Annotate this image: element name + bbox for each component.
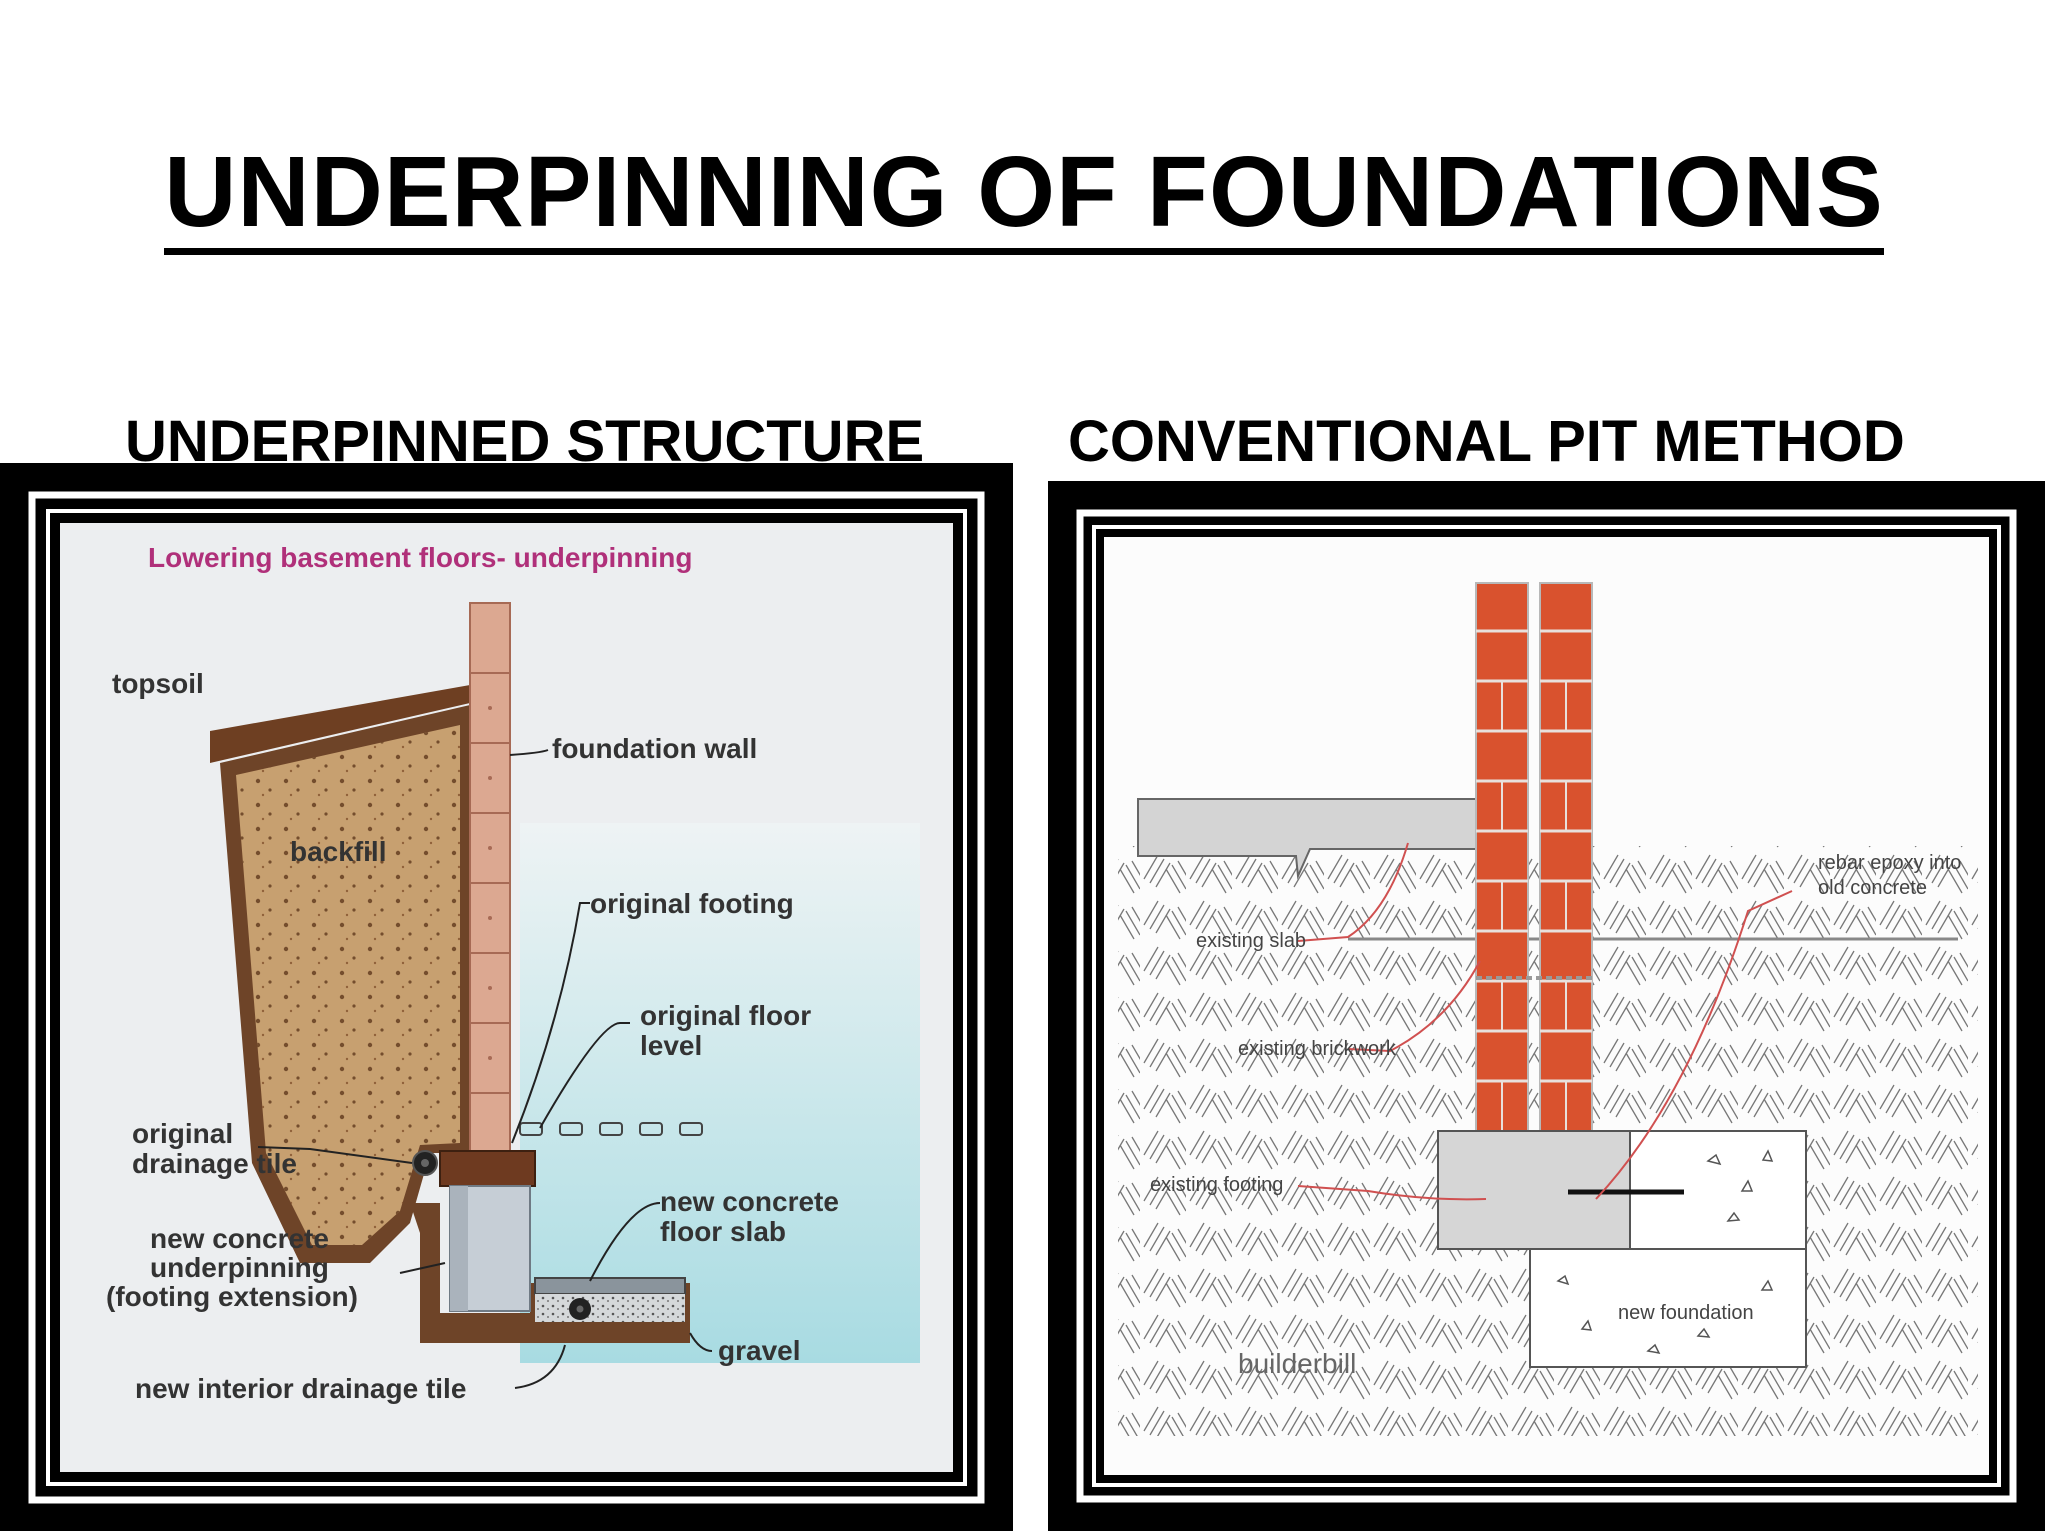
interior-space	[520, 823, 920, 1363]
original-floor-level-line	[519, 1122, 703, 1136]
label-underpinning-3: (footing extension)	[106, 1281, 358, 1312]
pit-method-diagram: rebar epoxy into old concrete existing s…	[1076, 509, 2017, 1503]
label-rebar-2: old concrete	[1818, 877, 1927, 899]
label-rebar-1: rebar epoxy into	[1818, 852, 1961, 874]
label-new-slab-1: new concrete	[660, 1186, 839, 1217]
original-footing	[439, 1150, 536, 1187]
label-underpinning-1: new concrete	[150, 1223, 329, 1254]
label-topsoil: topsoil	[112, 668, 204, 699]
existing-brickwork	[1475, 582, 1593, 1132]
label-existing-slab: existing slab	[1196, 930, 1306, 952]
right-panel-heading: CONVENTIONAL PIT METHOD	[1068, 409, 1905, 474]
left-diagram-frame: Lowering basement floors- underpinning	[0, 463, 1013, 1531]
label-backfill: backfill	[290, 836, 386, 867]
label-original-floor-2: level	[640, 1030, 702, 1061]
label-underpinning-2: underpinning	[150, 1252, 329, 1283]
underpinning-diagram: Lowering basement floors- underpinning	[28, 491, 985, 1504]
leader-lines	[1297, 842, 1793, 1201]
label-new-slab-2: floor slab	[660, 1216, 786, 1247]
new-foundation-lower	[1529, 1248, 1807, 1368]
page-title: UNDERPINNING OF FOUNDATIONS	[0, 135, 2048, 255]
label-existing-footing: existing footing	[1150, 1174, 1283, 1196]
leader-lines	[257, 749, 713, 1389]
label-original-drainage-2: drainage tile	[132, 1148, 297, 1179]
new-concrete-floor-slab	[534, 1277, 686, 1295]
label-original-footing: original footing	[590, 888, 794, 919]
label-new-interior-drainage: new interior drainage tile	[135, 1373, 466, 1404]
label-builderbill: builderbill	[1238, 1348, 1356, 1379]
brick-courses	[470, 672, 510, 1094]
label-original-drainage-1: original	[132, 1118, 233, 1149]
label-existing-brickwork: existing brickwork	[1238, 1038, 1397, 1060]
label-original-floor-1: original floor	[640, 1000, 811, 1031]
diagram-title: Lowering basement floors- underpinning	[148, 542, 692, 573]
right-diagram-frame: rebar epoxy into old concrete existing s…	[1048, 481, 2045, 1531]
aggregate-marks	[1556, 1149, 1774, 1355]
topsoil-layer	[210, 685, 470, 763]
label-gravel: gravel	[718, 1335, 801, 1366]
label-foundation-wall: foundation wall	[552, 733, 757, 764]
label-new-foundation: new foundation	[1618, 1302, 1754, 1324]
